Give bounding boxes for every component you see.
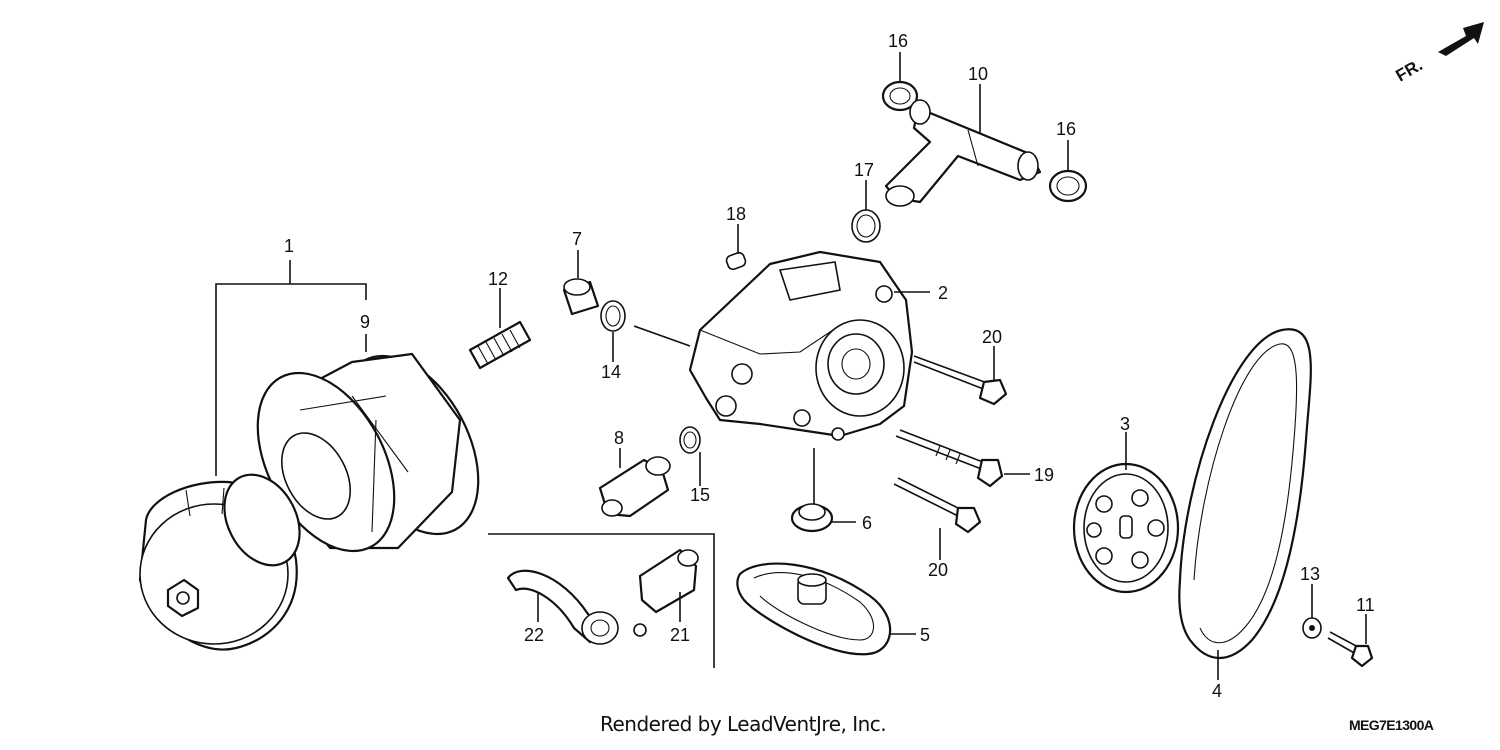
callout-8: 8 xyxy=(614,428,624,448)
part-11-bolt[interactable] xyxy=(1327,631,1374,668)
part-13-washer[interactable] xyxy=(1302,617,1322,639)
callout-17: 17 xyxy=(854,160,874,180)
front-direction-label: FR. xyxy=(1393,55,1426,85)
part-17-o-ring[interactable] xyxy=(851,209,881,243)
callout-3: 3 xyxy=(1120,414,1130,434)
part-10-joint-pipe[interactable] xyxy=(884,99,1042,207)
callout-15: 15 xyxy=(690,485,710,505)
part-22-oil-pipe[interactable] xyxy=(506,569,647,645)
parts-inset-box xyxy=(488,533,715,668)
part-8-relief-valve[interactable] xyxy=(598,456,671,518)
callout-18: 18 xyxy=(726,204,746,224)
callout-13: 13 xyxy=(1300,564,1320,584)
part-18-dowel-pin[interactable] xyxy=(725,251,747,271)
callout-6: 6 xyxy=(862,513,872,533)
part-4-drive-chain[interactable] xyxy=(1178,328,1312,660)
leader-lines xyxy=(499,52,1367,680)
callout-22: 22 xyxy=(524,625,544,645)
callout-20-upper: 20 xyxy=(982,327,1002,347)
callout-4: 4 xyxy=(1212,681,1222,701)
front-direction-arrow: FR. xyxy=(1393,22,1484,85)
callout-10: 10 xyxy=(968,64,988,84)
part-2-oil-pump[interactable] xyxy=(633,250,914,441)
callout-16-top: 16 xyxy=(888,31,908,51)
callout-12: 12 xyxy=(488,269,508,289)
callout-20-lower: 20 xyxy=(928,560,948,580)
part-12-threaded-nipple[interactable] xyxy=(468,320,532,370)
callout-7: 7 xyxy=(572,229,582,249)
callout-21: 21 xyxy=(670,625,690,645)
part-20-bolt-lower[interactable] xyxy=(893,477,982,534)
callout-2: 2 xyxy=(938,283,948,303)
part-1-bracket xyxy=(215,260,367,476)
part-7-collar[interactable] xyxy=(562,278,600,316)
part-16-seal-right[interactable] xyxy=(1048,169,1088,203)
callout-1: 1 xyxy=(284,236,294,256)
part-19-bolt[interactable] xyxy=(895,429,1004,488)
callout-14: 14 xyxy=(601,362,621,382)
part-21-valve[interactable] xyxy=(638,548,699,614)
part-1-filter-housing[interactable] xyxy=(138,462,315,651)
diagram-code: MEG7E1300A xyxy=(1349,717,1434,733)
callout-9: 9 xyxy=(360,312,370,332)
part-9-oil-filter[interactable] xyxy=(230,333,507,574)
render-credit: Rendered by LeadVentJre, Inc. xyxy=(600,712,887,736)
part-20-bolt-upper[interactable] xyxy=(913,355,1008,406)
callout-19: 19 xyxy=(1034,465,1054,485)
part-3-sprocket[interactable] xyxy=(1072,462,1180,594)
part-15-o-ring[interactable] xyxy=(679,426,701,454)
part-6-strainer-nozzle[interactable] xyxy=(790,448,834,533)
callout-16-right: 16 xyxy=(1056,119,1076,139)
callout-5: 5 xyxy=(920,625,930,645)
part-5-oil-strainer[interactable] xyxy=(736,562,892,656)
part-14-o-ring[interactable] xyxy=(600,300,626,332)
callout-11: 11 xyxy=(1356,595,1375,615)
